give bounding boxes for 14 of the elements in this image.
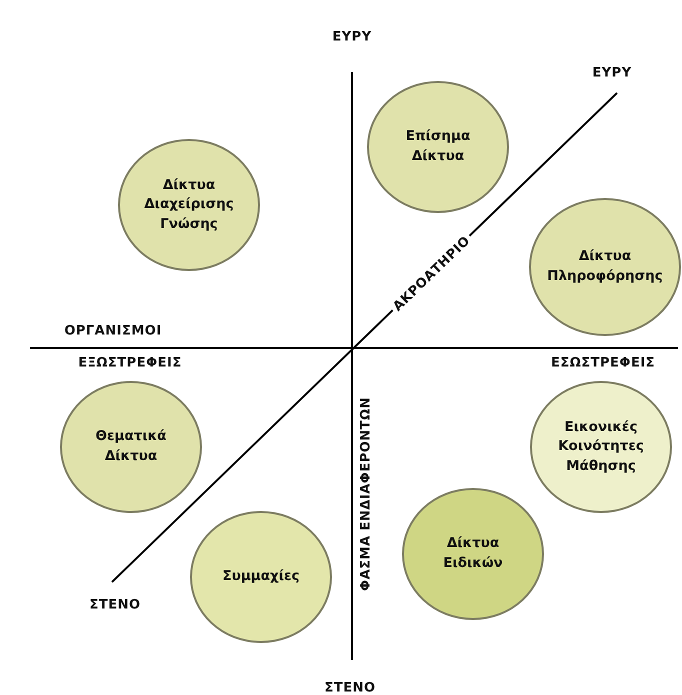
node-label: Δίκτυα Ειδικών bbox=[442, 534, 504, 573]
axis-label: ΕΥΡΥ bbox=[332, 30, 372, 44]
node-label: Θεματικά Δίκτυα bbox=[94, 427, 168, 466]
node-label: Δίκτυα Διαχείρισης Γνώσης bbox=[143, 176, 235, 234]
axis-label: ΕΞΩΣΤΡΕΦΕΙΣ bbox=[78, 356, 182, 370]
node-label: Εικονικές Κοινότητες Μάθησης bbox=[557, 418, 645, 476]
axis-label: ΕΥΡΥ bbox=[592, 66, 632, 80]
node-label: Δίκτυα Πληροφόρησης bbox=[546, 247, 664, 286]
node-label: Επίσημα Δίκτυα bbox=[404, 127, 472, 166]
axis-label: ΟΡΓΑΝΙΣΜΟΙ bbox=[64, 324, 162, 338]
axis-label: ΣΤΕΝΟ bbox=[324, 680, 376, 695]
axis-label: ΣΤΕΝΟ bbox=[89, 598, 141, 612]
axis-label: ΕΣΩΣΤΡΕΦΕΙΣ bbox=[550, 356, 656, 370]
node-label: Συμμαχίες bbox=[222, 567, 300, 586]
